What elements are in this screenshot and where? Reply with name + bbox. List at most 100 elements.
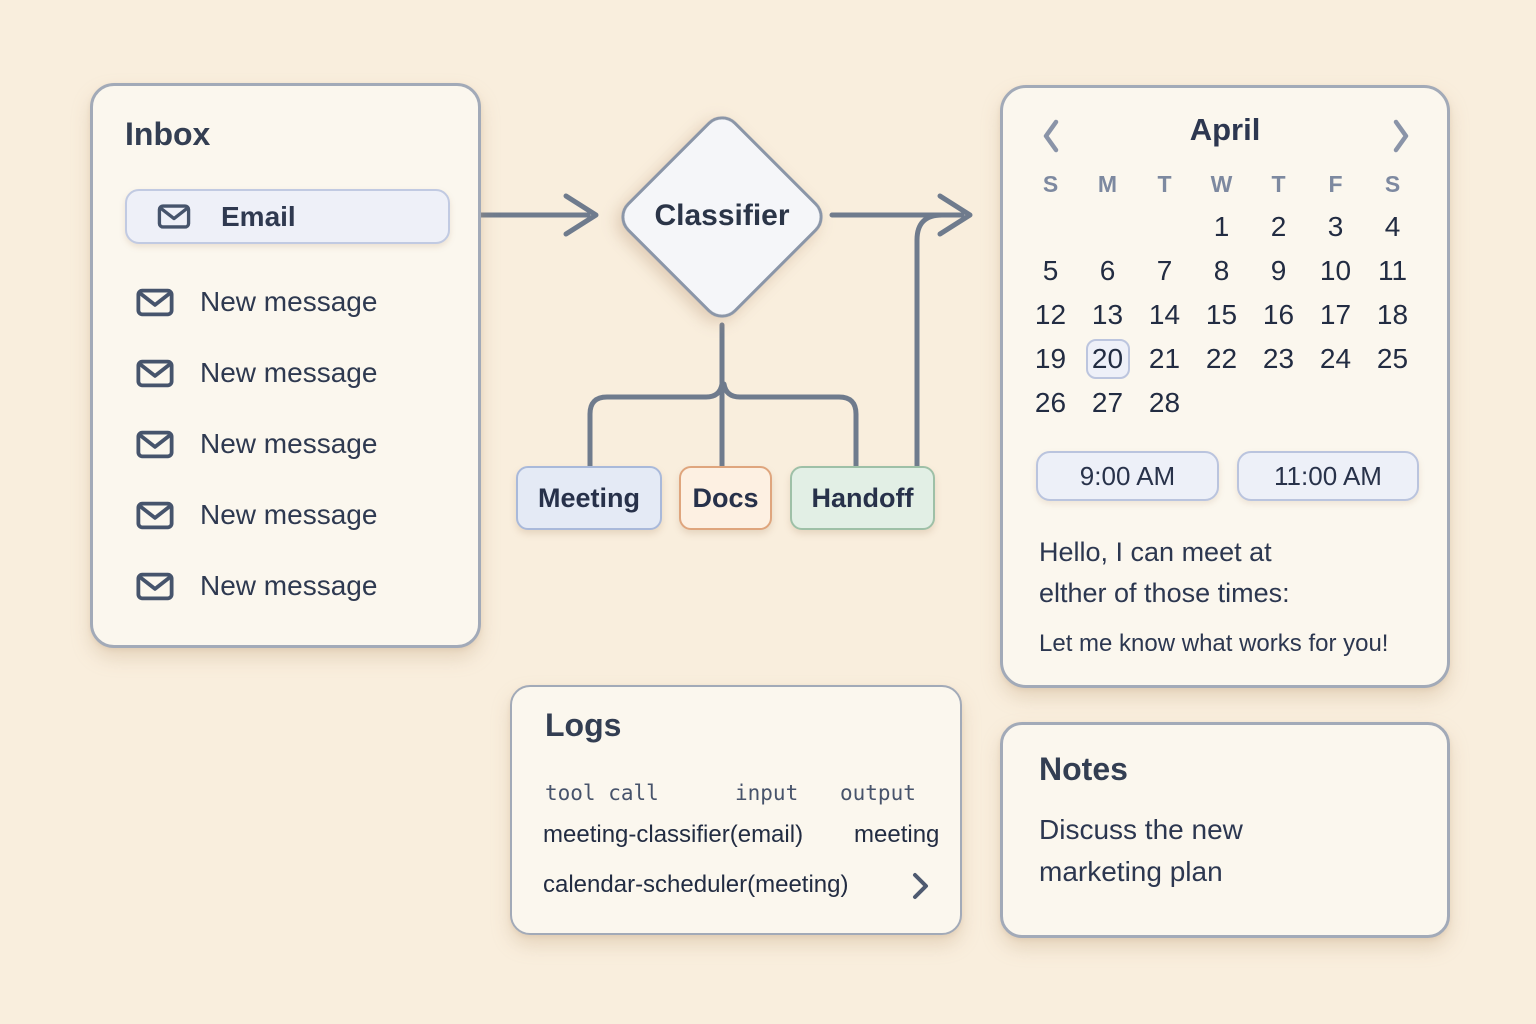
weekday-label: W <box>1210 170 1233 197</box>
date-cell[interactable]: 23 <box>1262 343 1295 374</box>
date-cell[interactable]: 3 <box>1327 211 1344 242</box>
weekday-label: T <box>1271 170 1286 197</box>
date-cell[interactable]: 10 <box>1319 255 1352 286</box>
date-cell-empty <box>1193 381 1250 425</box>
inbox-message-label: New message <box>200 357 378 388</box>
logs-title: Logs <box>545 707 622 743</box>
date-cell[interactable]: 8 <box>1213 255 1230 286</box>
inbox-message-item[interactable]: New message <box>136 283 377 321</box>
date-cell[interactable]: 25 <box>1376 343 1409 374</box>
date-cell-empty <box>1250 381 1307 425</box>
log-row: meeting-classifier(email) meeting <box>512 821 960 851</box>
calendar-message: Hello, I can meet at elther of those tim… <box>1039 532 1290 614</box>
envelope-icon <box>136 288 174 316</box>
arrowhead-classifier-to-calendar <box>937 193 973 237</box>
date-cell[interactable]: 20 <box>1079 337 1136 381</box>
calendar-message-line2: elther of those times: <box>1039 578 1290 608</box>
weekday-label: F <box>1328 170 1343 197</box>
date-cell[interactable]: 18 <box>1376 299 1409 330</box>
notes-title: Notes <box>1039 751 1128 787</box>
classifier-label: Classifier <box>654 199 790 232</box>
envelope-icon <box>157 204 191 229</box>
log-output: meeting <box>854 821 940 848</box>
selected-date: 20 <box>1085 339 1130 379</box>
date-cell-empty <box>1364 381 1421 425</box>
connector-handoff-to-calendar <box>914 212 945 469</box>
chevron-left-icon[interactable] <box>1039 118 1063 154</box>
date-cell[interactable]: 24 <box>1319 343 1352 374</box>
date-cell[interactable]: 13 <box>1091 299 1124 330</box>
date-cell[interactable]: 11 <box>1377 255 1408 286</box>
date-cell[interactable]: 14 <box>1148 299 1181 330</box>
branch-node-meeting: Meeting <box>516 466 662 530</box>
inbox-message-label: New message <box>200 570 378 601</box>
date-cell[interactable]: 12 <box>1034 299 1067 330</box>
date-cell[interactable]: 15 <box>1205 299 1238 330</box>
arrowhead-inbox-to-classifier <box>563 193 599 237</box>
calendar-month-title: April <box>1189 112 1261 147</box>
log-row: calendar-scheduler(meeting) <box>512 871 960 901</box>
date-cell[interactable]: 5 <box>1042 255 1059 286</box>
date-cell[interactable]: 2 <box>1270 211 1287 242</box>
date-cell-empty <box>1022 205 1079 249</box>
envelope-icon <box>136 430 174 458</box>
date-cell[interactable]: 26 <box>1034 387 1067 418</box>
calendar-message-footer: Let me know what works for you! <box>1039 630 1389 657</box>
date-cell[interactable]: 9 <box>1270 255 1287 286</box>
logs-column-input: input <box>735 781 799 805</box>
inbox-message-item[interactable]: New message <box>136 567 377 605</box>
date-cell[interactable]: 19 <box>1034 343 1067 374</box>
envelope-icon <box>136 359 174 387</box>
chevron-right-icon[interactable] <box>910 871 930 901</box>
envelope-icon <box>136 501 174 529</box>
log-tool-call: meeting-classifier(email) <box>543 821 804 848</box>
date-cell[interactable]: 6 <box>1099 255 1116 286</box>
branch-label-meeting: Meeting <box>537 482 640 513</box>
date-cell[interactable]: 17 <box>1319 299 1352 330</box>
weekday-label: T <box>1157 170 1172 197</box>
log-tool-call: calendar-scheduler(meeting) <box>543 871 849 898</box>
date-cell[interactable]: 7 <box>1156 255 1173 286</box>
date-cell-empty <box>1307 381 1364 425</box>
date-cell-empty <box>1136 205 1193 249</box>
inbox-message-item[interactable]: New message <box>136 496 377 534</box>
email-button-label: Email <box>221 200 296 232</box>
email-button[interactable]: Email <box>125 189 450 244</box>
branch-label-docs: Docs <box>692 482 759 513</box>
weekday-label: S <box>1042 170 1059 197</box>
branch-node-docs: Docs <box>679 466 772 530</box>
calendar-message-line1: Hello, I can meet at <box>1039 537 1272 567</box>
date-cell[interactable]: 4 <box>1384 211 1401 242</box>
logs-column-tool-call: tool call <box>545 781 659 805</box>
inbox-message-label: New message <box>200 286 378 317</box>
date-cell[interactable]: 22 <box>1205 343 1238 374</box>
connector-classifier-to-meeting <box>587 381 725 469</box>
inbox-message-label: New message <box>200 499 378 530</box>
time-slot-button[interactable]: 9:00 AM <box>1036 451 1219 501</box>
date-cell-empty <box>1079 205 1136 249</box>
inbox-message-item[interactable]: New message <box>136 425 377 463</box>
envelope-icon <box>136 572 174 600</box>
inbox-message-item[interactable]: New message <box>136 354 377 392</box>
date-cell[interactable]: 27 <box>1091 387 1124 418</box>
date-cell[interactable]: 28 <box>1148 387 1181 418</box>
inbox-title: Inbox <box>125 116 211 152</box>
time-slot-button[interactable]: 11:00 AM <box>1237 451 1419 501</box>
branch-node-handoff: Handoff <box>790 466 935 530</box>
inbox-message-label: New message <box>200 428 378 459</box>
notes-body: Discuss the new marketing plan <box>1039 814 1243 887</box>
logs-panel: Logs tool call input output meeting-clas… <box>510 685 962 935</box>
chevron-right-icon[interactable] <box>1389 118 1413 154</box>
date-cell[interactable]: 21 <box>1148 343 1181 374</box>
date-cell[interactable]: 1 <box>1213 211 1230 242</box>
date-cell[interactable]: 16 <box>1262 299 1295 330</box>
connector-classifier-to-handoff <box>721 381 859 469</box>
weekday-label: S <box>1384 170 1401 197</box>
